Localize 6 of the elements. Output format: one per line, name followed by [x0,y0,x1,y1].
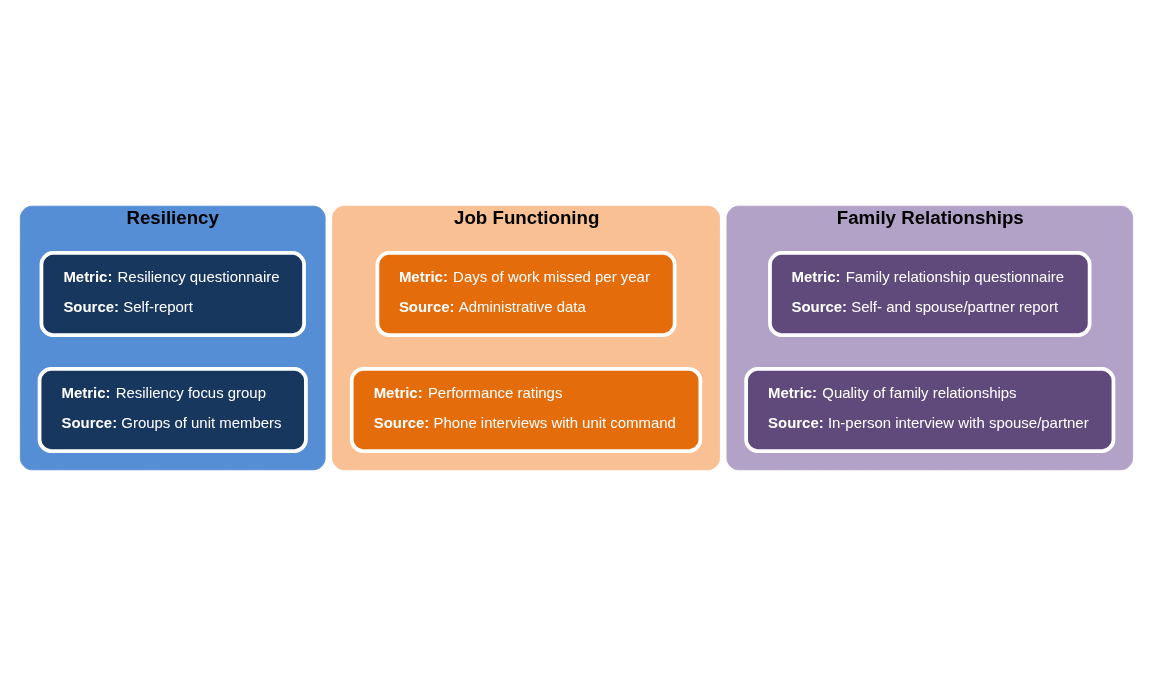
node-box: Metric: Resiliency focus group Source: Groups of unit members [37,366,308,453]
node-box: Metric: Resiliency questionnaire Source: Self-report [39,251,306,338]
node-box: Metric: Performance ratings Source: Phone interviews with unit command [349,366,703,453]
node-box: Metric: Days of work missed per year Source: Administrative data [375,251,677,338]
node-box: Metric: Family relationship questionnaire Source: Self- and spouse/partner report [768,251,1092,338]
node-box: Metric: Quality of family relationships Source: In-person interview with spouse/partner [744,366,1116,453]
